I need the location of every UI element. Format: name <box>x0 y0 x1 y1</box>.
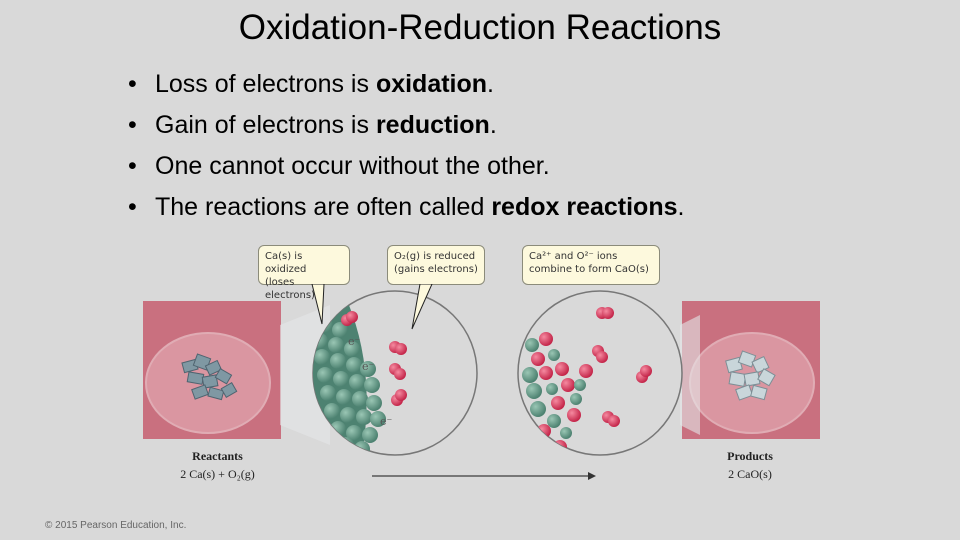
reactants-caption: Reactants 2 Ca(s) + O₂(g) <box>160 447 275 483</box>
electron-label: e⁻ <box>348 335 361 348</box>
calcium-dish-illustration <box>145 332 271 434</box>
callout-line: O₂(g) is reduced <box>394 251 476 262</box>
products-photo <box>682 301 820 439</box>
products-equation: 2 CaO(s) <box>728 467 772 481</box>
bullet-text: Loss of electrons is <box>155 70 376 98</box>
callout-line: combine to form CaO(s) <box>529 264 649 275</box>
callout-line: (gains electrons) <box>394 264 478 275</box>
calcium-oxide-dish-illustration <box>689 332 815 434</box>
reactants-photo <box>143 301 281 439</box>
bullet-text: Gain of electrons is <box>155 111 376 139</box>
callout-line: (loses electrons) <box>265 277 315 301</box>
slide-title: Oxidation-Reduction Reactions <box>238 8 722 47</box>
product-zoom-circle <box>517 290 683 456</box>
reaction-arrow-icon <box>372 472 596 480</box>
bullet-list: Loss of electrons is oxidation. Gain of … <box>128 64 684 228</box>
bullet-item: Gain of electrons is reduction. <box>128 105 684 146</box>
callout-oxygen-reduced: O₂(g) is reduced (gains electrons) <box>387 245 485 285</box>
callout-line: Ca(s) is oxidized <box>265 251 307 275</box>
copyright-notice: © 2015 Pearson Education, Inc. <box>45 520 187 531</box>
bullet-bold-term: reduction <box>375 111 490 139</box>
bullet-text: One cannot occur without the other. <box>155 152 550 180</box>
bullet-item: Loss of electrons is oxidation. <box>128 64 684 105</box>
bullet-item: The reactions are often called redox rea… <box>128 187 684 228</box>
bullet-item: One cannot occur without the other. <box>128 146 684 187</box>
svg-text:e⁻: e⁻ <box>362 360 375 373</box>
callout-calcium-oxidized: Ca(s) is oxidized (loses electrons) <box>258 245 350 301</box>
products-label: Products <box>727 449 773 463</box>
bullet-text: The reactions are often called <box>155 193 492 221</box>
callout-pointers <box>311 284 433 330</box>
bullet-end: . <box>489 111 497 139</box>
reactants-label: Reactants <box>192 449 243 463</box>
products-caption: Products 2 CaO(s) <box>700 447 800 483</box>
atomic-zoom-diagram: e⁻ e⁻ e⁻ <box>280 290 700 456</box>
bullet-end: . <box>677 193 685 221</box>
callout-line: Ca²⁺ and O²⁻ ions <box>529 251 618 262</box>
bullet-bold-term: oxidation <box>375 70 488 98</box>
svg-text:e⁻: e⁻ <box>380 415 393 428</box>
reactants-equation: 2 Ca(s) + O₂(g) <box>180 467 255 481</box>
callout-ions-combine: Ca²⁺ and O²⁻ ions combine to form CaO(s) <box>522 245 660 285</box>
bullet-bold-term: redox reactions <box>491 193 678 221</box>
bullet-end: . <box>487 70 494 98</box>
